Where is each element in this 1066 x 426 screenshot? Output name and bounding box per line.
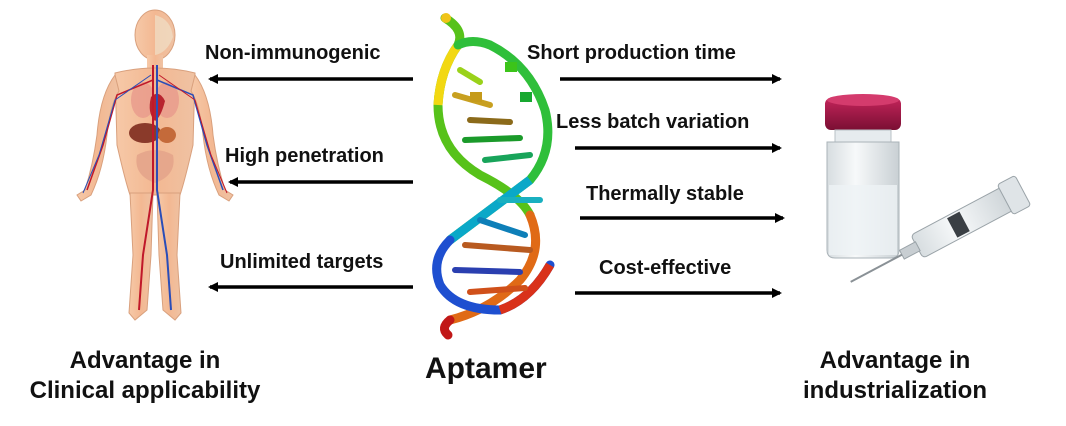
caption-left-line2: Clinical applicability [29, 377, 261, 404]
label-high-penetration: High penetration [225, 145, 384, 167]
aptamer-title: Aptamer [425, 352, 547, 385]
caption-right-line2: industrialization [802, 377, 987, 404]
aptamer-rna-structure-icon [432, 13, 555, 340]
caption-right-line1: Advantage in [819, 347, 971, 374]
label-less-batch-variation: Less batch variation [556, 111, 750, 133]
vial-and-syringe-icon [825, 94, 1031, 283]
caption-clinical-applicability: Advantage in Clinical applicability [0, 346, 290, 406]
label-unlimited-targets: Unlimited targets [220, 251, 384, 273]
caption-industrialization: Advantage in industrialization [780, 346, 1010, 406]
label-non-immunogenic: Non-immunogenic [205, 42, 381, 64]
human-anatomy-icon [76, 9, 234, 321]
label-cost-effective: Cost-effective [599, 257, 732, 279]
label-thermally-stable: Thermally stable [586, 183, 744, 205]
label-short-production-time: Short production time [527, 42, 736, 64]
caption-left-line1: Advantage in [69, 347, 221, 374]
